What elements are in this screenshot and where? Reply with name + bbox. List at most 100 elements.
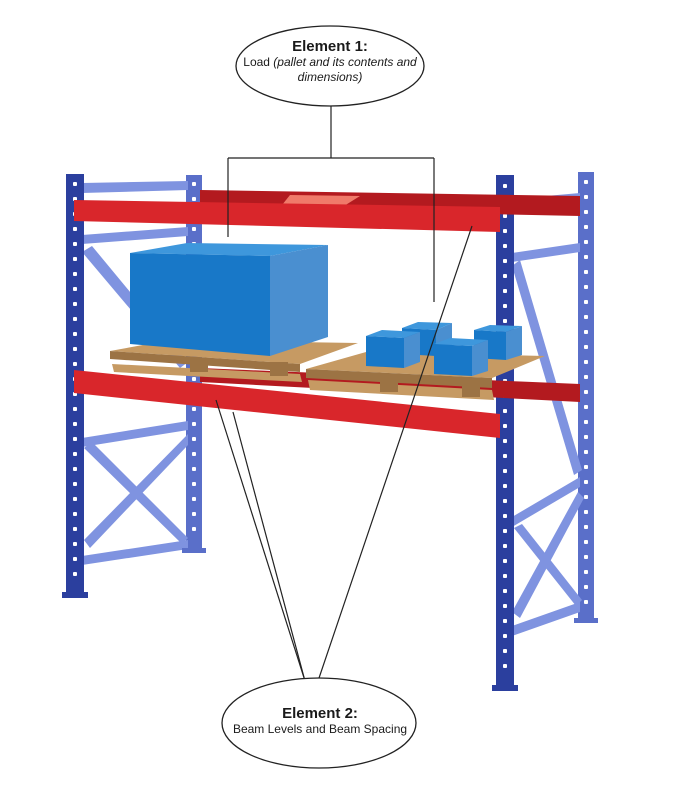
upright-hole (503, 574, 507, 578)
upright-hole (73, 272, 77, 276)
box-front (434, 344, 472, 376)
left-brace (82, 181, 188, 193)
upright-hole (192, 407, 196, 411)
upright-hole (192, 227, 196, 231)
pallet-board (306, 369, 492, 388)
upright-hole (584, 315, 588, 319)
upright-hole (503, 184, 507, 188)
upright-hole (584, 195, 588, 199)
upright-hole (192, 482, 196, 486)
upright-hole (73, 557, 77, 561)
box-side (404, 332, 420, 368)
upright-hole (192, 467, 196, 471)
upright-hole (503, 409, 507, 413)
upper-front-beam (74, 200, 500, 232)
callout-2-bubble (221, 677, 417, 769)
upright-hole (73, 227, 77, 231)
right-diagonal-brace (512, 492, 584, 618)
box-front (366, 336, 404, 368)
right-upright-frame (492, 172, 598, 691)
pallet-deck (112, 364, 302, 382)
upright-hole (584, 375, 588, 379)
callout-1-body: Load (pallet and its contents and dimens… (237, 55, 423, 85)
upright-hole (192, 437, 196, 441)
pallet-deck (308, 380, 494, 400)
upright-hole (584, 450, 588, 454)
upright-hole (584, 210, 588, 214)
upper-beam-highlight (282, 195, 360, 206)
upright-hole (503, 424, 507, 428)
upright-hole (503, 484, 507, 488)
right-base-plate (492, 685, 518, 691)
upright-hole (584, 555, 588, 559)
upright-hole (503, 589, 507, 593)
callout-2-title: Element 2: (282, 705, 358, 722)
upright-hole (584, 420, 588, 424)
upright-hole (73, 317, 77, 321)
upright-hole (584, 570, 588, 574)
upright-hole (584, 255, 588, 259)
upright-hole (584, 180, 588, 184)
upright-hole (73, 362, 77, 366)
large-box (130, 243, 328, 356)
upright-hole (73, 467, 77, 471)
upright-hole (73, 452, 77, 456)
left-brace (82, 227, 188, 244)
upright-hole (73, 497, 77, 501)
upright-hole (584, 600, 588, 604)
upright-hole (584, 495, 588, 499)
upright-hole (503, 439, 507, 443)
right-brace (512, 477, 580, 527)
right-far-base-plate (574, 618, 598, 623)
upright-hole (192, 497, 196, 501)
upright-hole (503, 499, 507, 503)
upright-hole (503, 649, 507, 653)
callout-1-body-italic: (pallet and its contents and dimensions) (273, 55, 417, 84)
upright-hole (73, 287, 77, 291)
box-top (434, 338, 488, 346)
upright-hole (73, 257, 77, 261)
upright-hole (503, 454, 507, 458)
right-brace (512, 243, 580, 262)
upright-hole (584, 240, 588, 244)
upright-hole (584, 510, 588, 514)
upright-hole (503, 469, 507, 473)
upright-hole (73, 542, 77, 546)
box-top (402, 322, 452, 330)
upright-hole (192, 182, 196, 186)
upright-hole (584, 345, 588, 349)
left-diagonal-brace (84, 442, 188, 544)
box-side (472, 340, 488, 376)
left-brace (82, 540, 188, 565)
upright-hole (503, 544, 507, 548)
upright-hole (584, 360, 588, 364)
upright-hole (584, 585, 588, 589)
callout-2-body: Beam Levels and Beam Spacing (232, 722, 408, 736)
left-far-base-plate (182, 548, 206, 553)
small-boxes (366, 322, 522, 376)
upright-hole (584, 270, 588, 274)
upright-hole (73, 347, 77, 351)
upright-hole (73, 422, 77, 426)
pallet-block (462, 383, 480, 397)
callout-element-1: Element 1: Load (pallet and its contents… (237, 38, 423, 85)
upright-hole (503, 289, 507, 293)
box-top (474, 325, 522, 332)
upright-hole (73, 182, 77, 186)
box-top (366, 330, 420, 338)
upright-hole (503, 664, 507, 668)
upright-hole (503, 529, 507, 533)
pallet-block (190, 358, 208, 372)
box-side (270, 245, 328, 356)
callout-2-leader (215, 225, 473, 682)
right-brace (512, 602, 580, 636)
upright-hole (584, 525, 588, 529)
upright-hole (192, 512, 196, 516)
upright-hole (73, 242, 77, 246)
upright-hole (584, 435, 588, 439)
callout-element-2: Element 2: Beam Levels and Beam Spacing (222, 705, 418, 737)
box-side (506, 326, 522, 360)
left-brace (82, 421, 188, 447)
upright-hole (584, 330, 588, 334)
